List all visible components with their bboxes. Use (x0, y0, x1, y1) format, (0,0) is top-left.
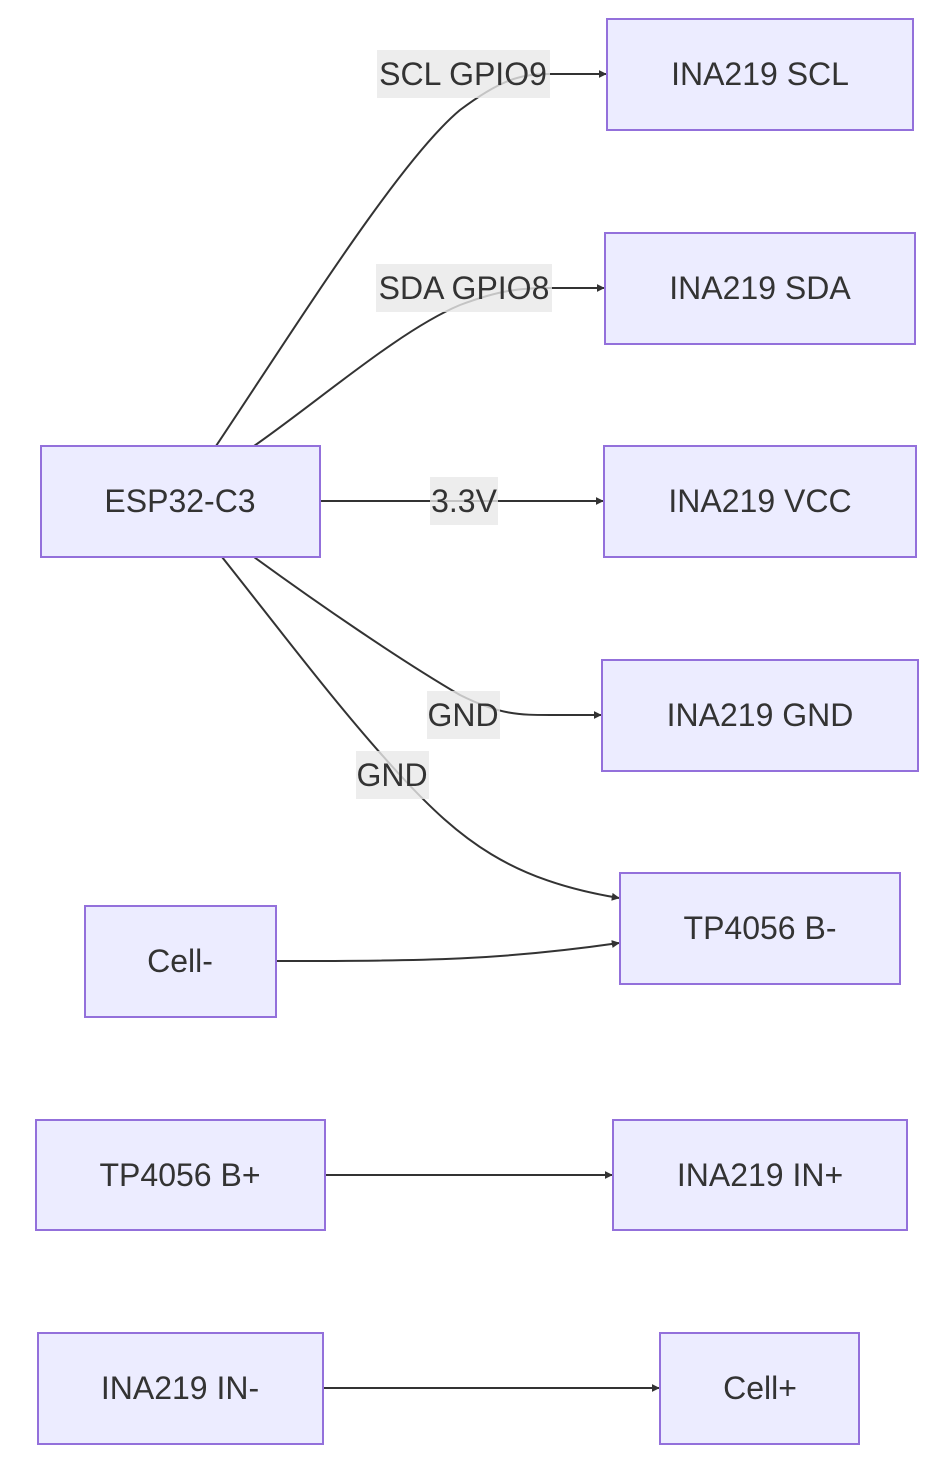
node-ina219-vcc: INA219 VCC (603, 445, 917, 558)
edge-label-text: 3.3V (431, 483, 497, 519)
node-ina219-scl: INA219 SCL (606, 18, 914, 131)
node-tp4056-bminus: TP4056 B- (619, 872, 901, 985)
edge-label-text: SCL GPIO9 (379, 56, 547, 92)
node-label: TP4056 B+ (100, 1157, 261, 1193)
node-ina219-inminus: INA219 IN- (37, 1332, 324, 1445)
node-label: ESP32-C3 (104, 483, 255, 519)
edge-label-scl-gpio9: SCL GPIO9 (377, 50, 550, 98)
node-label: INA219 VCC (668, 483, 851, 519)
node-ina219-sda: INA219 SDA (604, 232, 916, 345)
edge-label-3v3: 3.3V (430, 477, 498, 525)
node-label: INA219 SCL (671, 56, 849, 92)
node-tp4056-bplus: TP4056 B+ (35, 1119, 326, 1231)
edge-esp-to-gnd (253, 556, 602, 719)
node-label: INA219 IN+ (677, 1157, 843, 1193)
node-label: TP4056 B- (684, 910, 837, 946)
node-label: INA219 GND (667, 697, 854, 733)
edge-label-gnd-tp4056: GND (356, 751, 429, 799)
node-label: Cell+ (723, 1370, 797, 1406)
node-ina219-gnd: INA219 GND (601, 659, 919, 772)
node-label: INA219 SDA (669, 270, 851, 306)
node-cell-minus: Cell- (84, 905, 277, 1018)
node-ina219-inplus: INA219 IN+ (612, 1119, 908, 1231)
node-label: INA219 IN- (101, 1370, 259, 1406)
node-esp32-c3: ESP32-C3 (40, 445, 321, 558)
edge-label-text: GND (356, 757, 427, 793)
edge-label-text: GND (427, 697, 498, 733)
edge-esp-to-tp4056-bminus (221, 556, 620, 901)
edge-label-gnd-ina219: GND (427, 691, 500, 739)
edge-label-text: SDA GPIO8 (379, 270, 550, 306)
edge-cellminus-to-tp4056-bminus (275, 940, 620, 962)
node-label: Cell- (147, 943, 213, 979)
edge-label-sda-gpio8: SDA GPIO8 (376, 264, 552, 312)
edge-esp-to-scl (215, 70, 607, 447)
node-cell-plus: Cell+ (659, 1332, 860, 1445)
